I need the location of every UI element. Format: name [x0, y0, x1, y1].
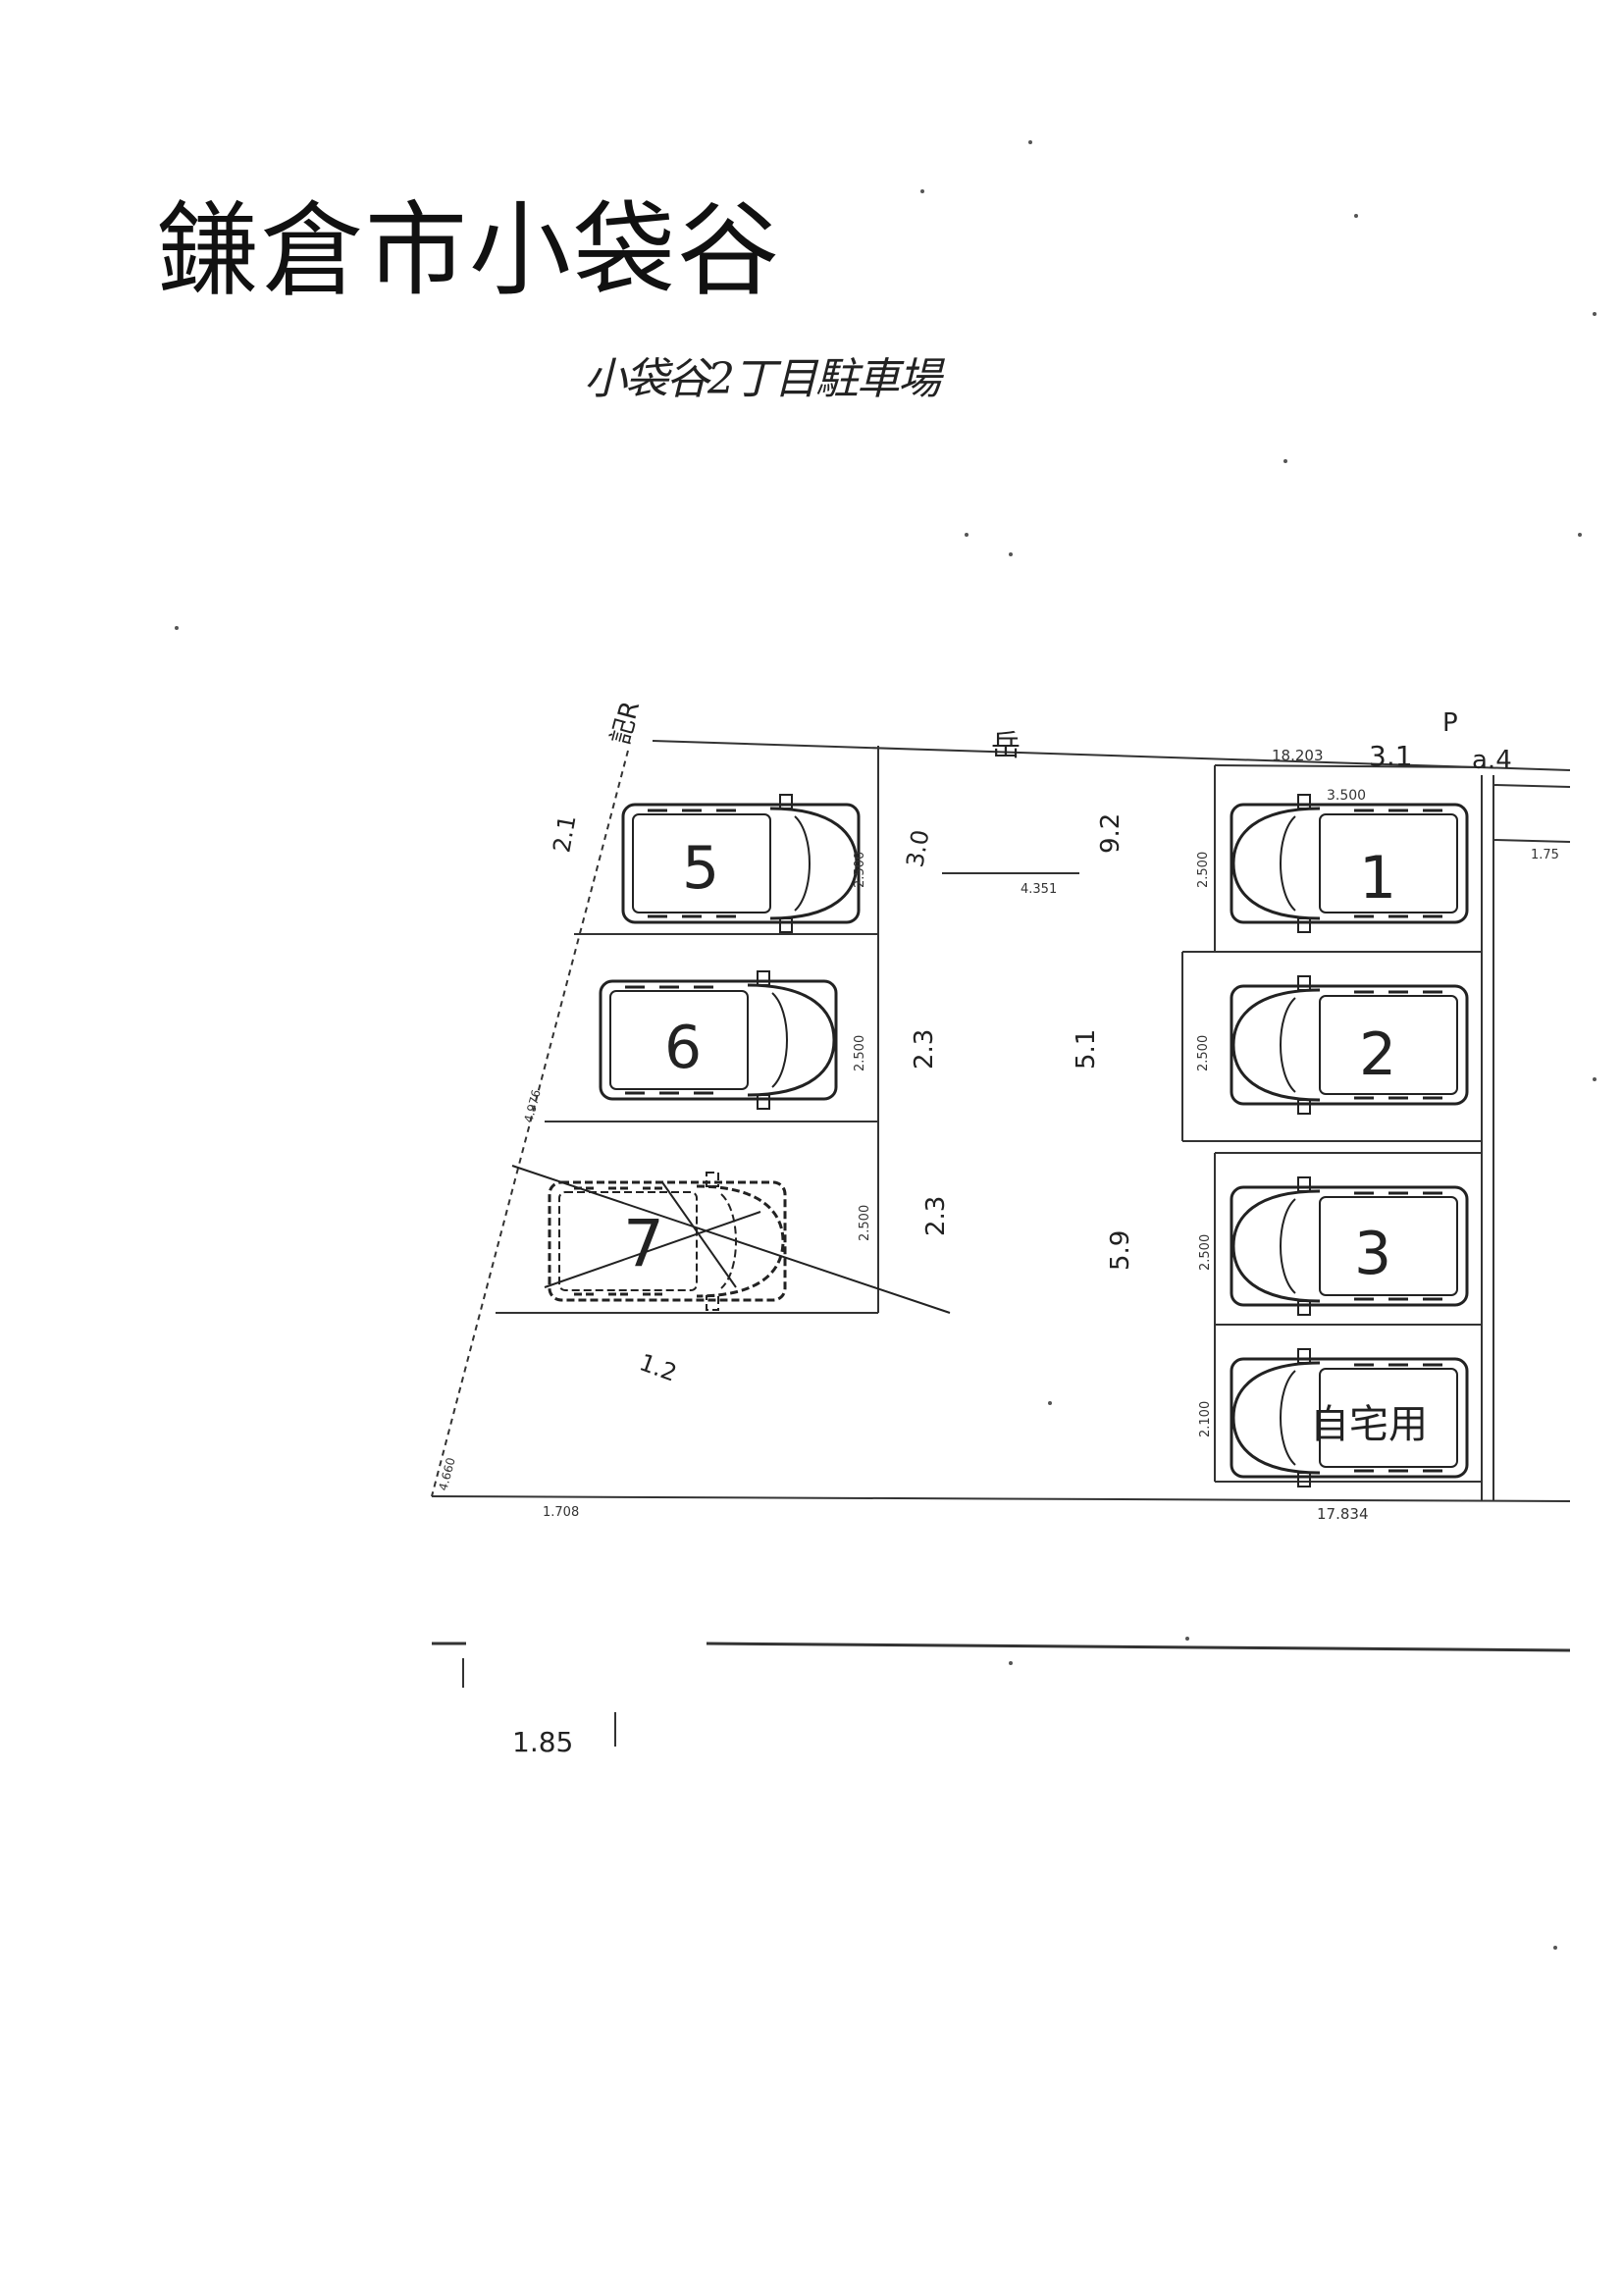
car-space-3 [1230, 1175, 1469, 1317]
note-top-right-a: 3.1 [1369, 740, 1413, 772]
space-label-own: 自宅用 [1310, 1402, 1428, 1447]
page-title: 鎌倉市小袋谷 [157, 190, 782, 310]
dim-space-3: 2.500 [1198, 1234, 1213, 1271]
dim-aisle: 4.351 [1021, 882, 1057, 897]
car-space-7 [548, 1171, 787, 1312]
dim-bottom-edge: 17.834 [1317, 1505, 1369, 1523]
note-aisle-low: 5.9 [1106, 1230, 1135, 1271]
dim-right-side: 1.75 [1531, 848, 1559, 862]
note-top-right-c: a.4 [1472, 746, 1512, 775]
car-space-1 [1230, 793, 1469, 934]
dim-bottom-left: 1.708 [543, 1505, 579, 1520]
note-aisle-top: 9.2 [1096, 813, 1126, 854]
note-bottom: 1.85 [512, 1726, 573, 1758]
note-space7-side: 2.3 [921, 1196, 951, 1236]
space-label-2: 2 [1359, 1020, 1396, 1089]
road-edge [432, 1642, 1571, 1747]
note-left-a: 2.1 [548, 813, 581, 855]
space-label-1: 1 [1359, 844, 1396, 913]
space-label-6: 6 [664, 1014, 702, 1082]
dim-space-width: 3.500 [1327, 788, 1366, 804]
space-label-3: 3 [1354, 1220, 1391, 1288]
space-label-5: 5 [682, 834, 719, 903]
dim-space-6: 2.500 [853, 1035, 867, 1071]
note-aisle-mid: 5.1 [1072, 1029, 1101, 1070]
note-top-left: 記R [606, 698, 646, 747]
space-label-7: 7 [623, 1206, 664, 1281]
car-space-2 [1230, 974, 1469, 1116]
space-7-crossout [511, 1165, 951, 1314]
dim-space-own: 2.100 [1198, 1401, 1213, 1437]
dim-space-2: 2.500 [1196, 1035, 1211, 1071]
left-stalls [496, 746, 879, 1314]
dim-space-5: 2.500 [853, 852, 867, 888]
lot-boundary [431, 740, 1571, 1502]
dim-left-edge-mid: 4.976 [521, 1088, 543, 1124]
dim-space-7: 2.500 [858, 1205, 872, 1241]
handwritten-subtitle: 小袋谷2丁目駐車場 [584, 354, 941, 404]
right-stalls [942, 764, 1483, 1483]
dim-left-edge-low: 4.660 [436, 1456, 457, 1492]
note-space6-side: 2.3 [910, 1029, 939, 1070]
car-space-6 [599, 969, 838, 1111]
note-top-mid: 岳 [991, 729, 1021, 763]
scan-noise [175, 140, 1597, 1950]
note-bottom-left: 1.2 [636, 1348, 680, 1386]
note-top-right-b: P [1442, 708, 1458, 738]
dim-space-1: 2.500 [1196, 852, 1211, 888]
dim-top-edge: 18.203 [1272, 747, 1324, 764]
car-space-5 [621, 793, 861, 934]
note-space5-side: 3.0 [901, 828, 934, 869]
